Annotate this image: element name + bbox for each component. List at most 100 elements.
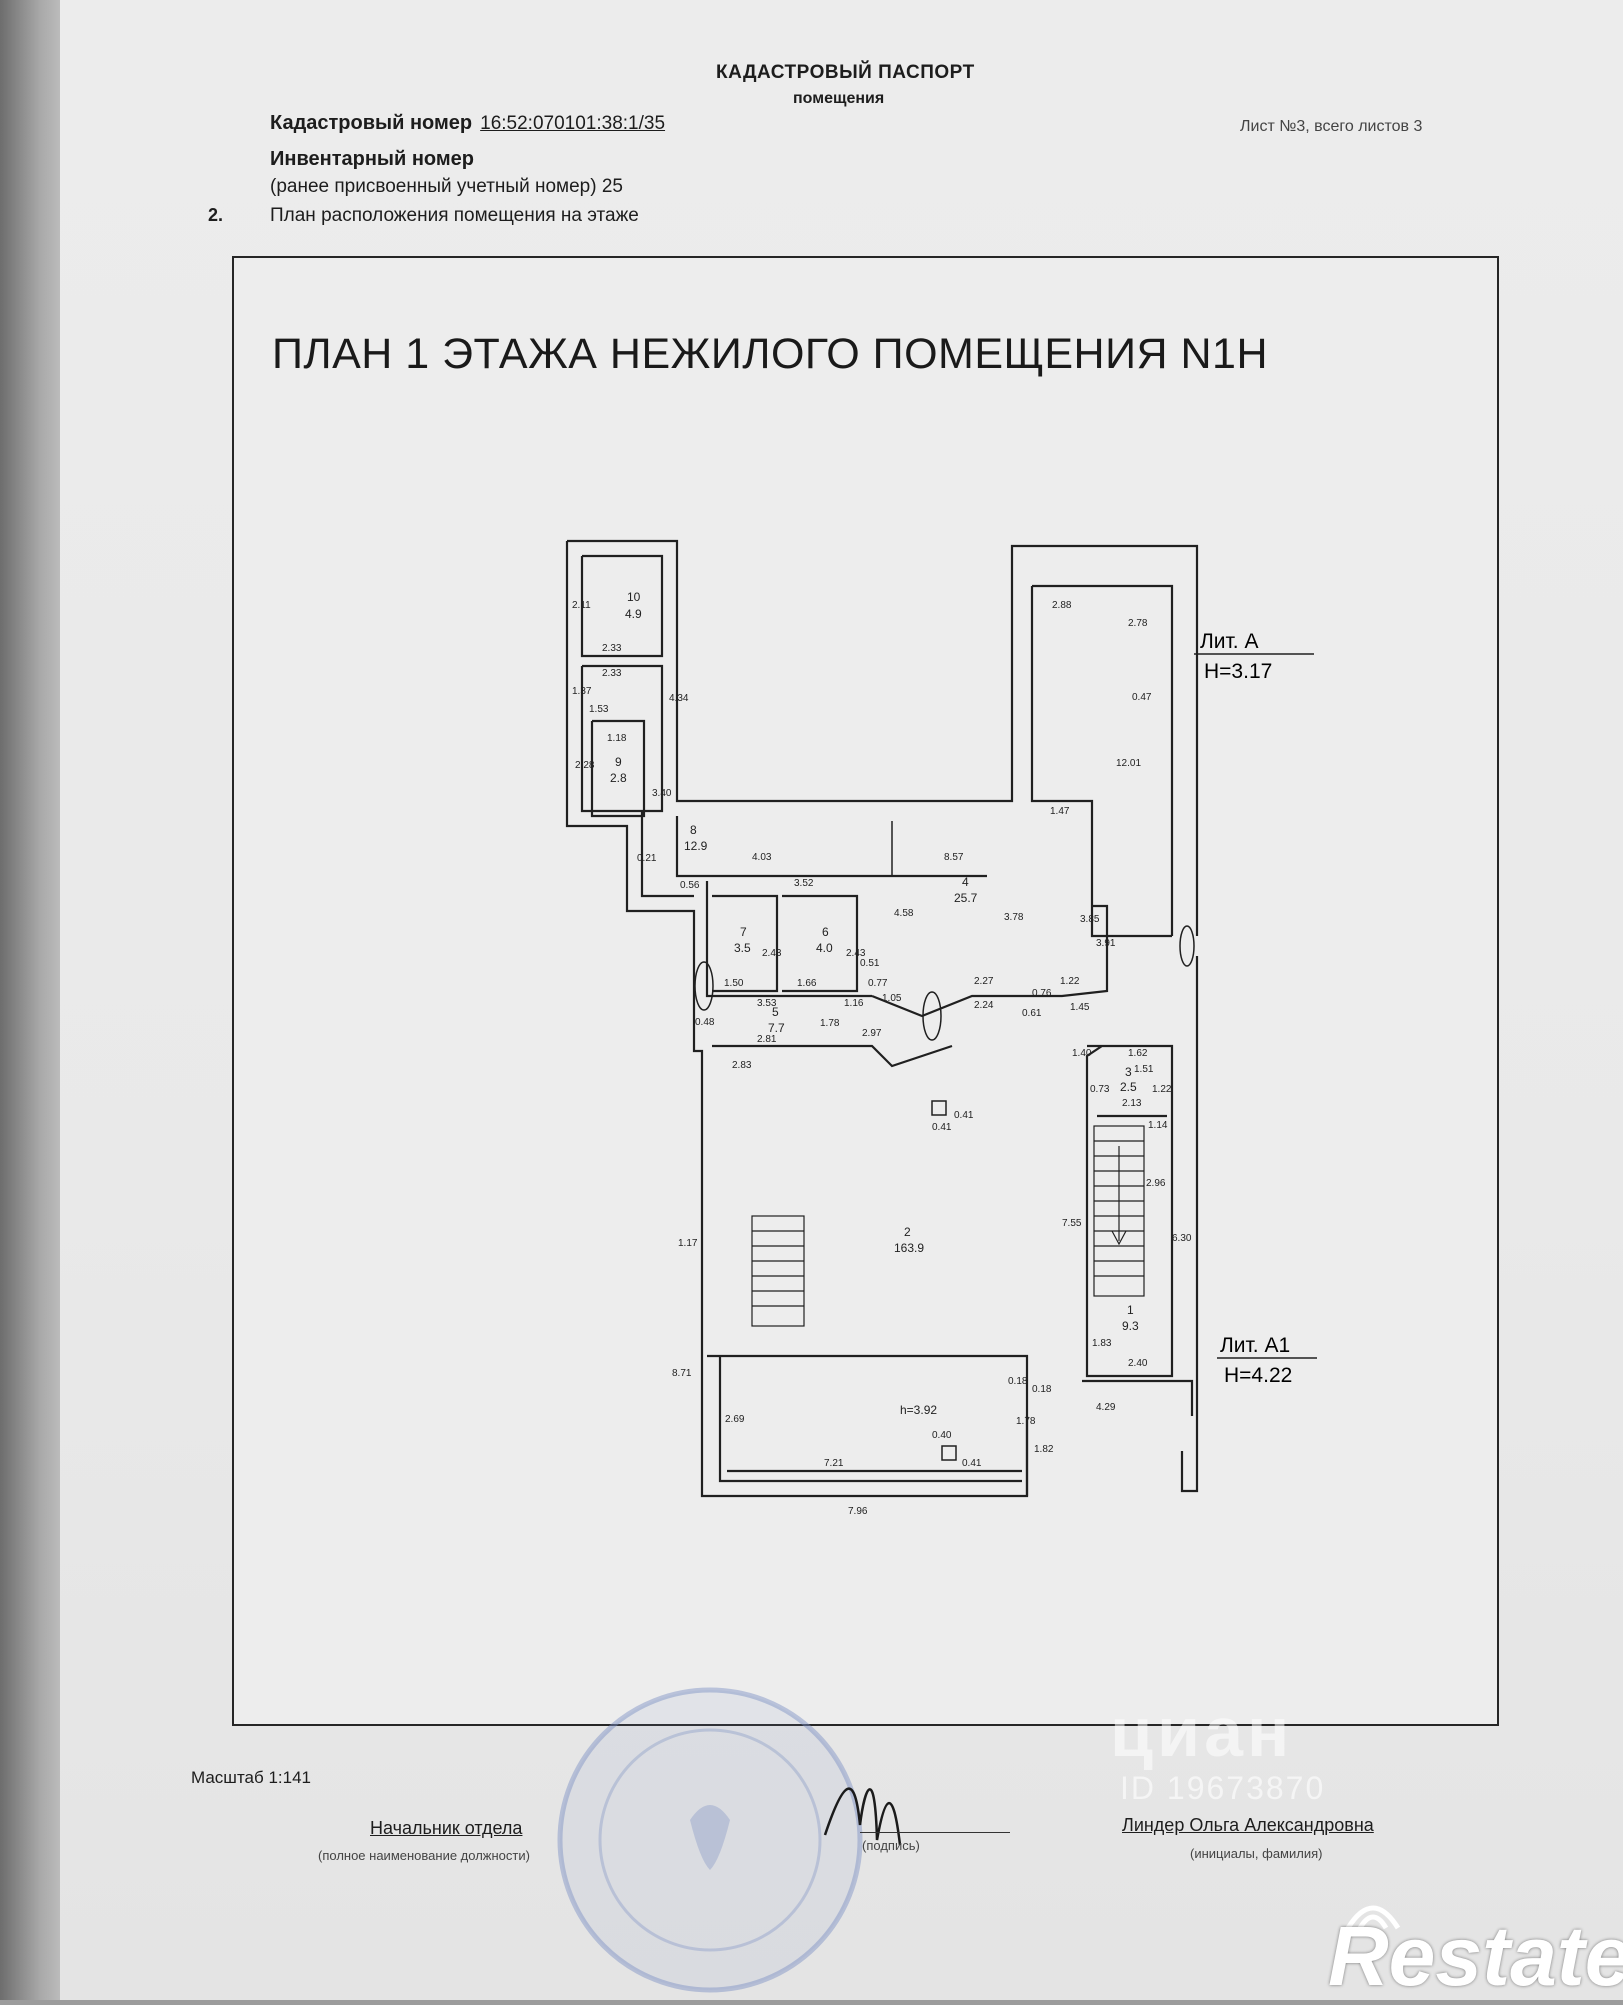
room-label: 2.5 bbox=[1120, 1080, 1137, 1094]
dimension-label: 3.78 bbox=[1004, 912, 1024, 923]
dimension-label: 7.21 bbox=[824, 1458, 844, 1469]
room-label: 9.3 bbox=[1122, 1319, 1139, 1333]
dimension-label: 1.47 bbox=[1050, 806, 1070, 817]
lit-a-height: H=3.17 bbox=[1204, 660, 1272, 683]
dimension-label: 1.50 bbox=[724, 978, 744, 989]
position-title: Начальник отдела bbox=[370, 1818, 523, 1838]
cian-watermark: циан bbox=[1110, 1693, 1294, 1771]
position-caption: (полное наименование должности) bbox=[318, 1848, 530, 1863]
section-number: 2. bbox=[208, 205, 224, 225]
dimension-label: 1.45 bbox=[1070, 1002, 1090, 1013]
doors-and-columns bbox=[694, 821, 1195, 1461]
dimension-label: 1.62 bbox=[1128, 1048, 1148, 1059]
dimension-label: 0.18 bbox=[1008, 1376, 1028, 1387]
dimension-label: 1.66 bbox=[797, 978, 817, 989]
room-label: 10 bbox=[627, 590, 641, 604]
official-stamp-icon bbox=[557, 1687, 863, 1993]
cadastral-number-value: 16:52:070101:38:1/35 bbox=[480, 113, 666, 134]
floor-plan-drawing: 10 4.9 9 2.8 8 12.9 7 3.5 6 4.0 4 25.7 5… bbox=[565, 539, 1317, 1517]
dimension-label: 2.78 bbox=[1128, 618, 1148, 629]
restate-logo: Restate bbox=[1328, 1909, 1623, 2003]
right-staircase bbox=[1093, 1125, 1145, 1297]
dimension-label: 1.18 bbox=[607, 733, 627, 744]
dimension-label: 0.73 bbox=[1090, 1084, 1110, 1095]
room-label: 4 bbox=[962, 875, 969, 889]
wifi-logo-icon bbox=[1345, 1905, 1401, 1930]
dimension-label: 4.58 bbox=[894, 908, 914, 919]
dimension-label: 4.34 bbox=[669, 693, 689, 704]
watermark-id: ID 19673870 bbox=[1120, 1770, 1326, 1806]
dimension-label: 12.01 bbox=[1116, 758, 1141, 769]
sheet-info: Лист №3, всего листов 3 bbox=[1240, 118, 1423, 135]
room-label: 163.9 bbox=[894, 1241, 924, 1255]
dimension-label: 1.14 bbox=[1148, 1120, 1168, 1131]
section-title: План расположения помещения на этаже bbox=[270, 205, 639, 226]
dimension-label: 4.29 bbox=[1096, 1402, 1116, 1413]
dimension-label: 1.78 bbox=[1016, 1416, 1036, 1427]
dimension-label: 1.53 bbox=[589, 704, 609, 715]
dimension-label: 0.41 bbox=[954, 1110, 974, 1121]
dimension-label: 0.51 bbox=[860, 958, 880, 969]
signature-caption: (подпись) bbox=[862, 1838, 920, 1853]
dimension-label: 2.83 bbox=[732, 1060, 752, 1071]
dimension-label: 2.96 bbox=[1146, 1178, 1166, 1189]
dimension-label: 2.40 bbox=[1128, 1358, 1148, 1369]
dimension-label: 2.13 bbox=[1122, 1098, 1142, 1109]
signer-name: Линдер Ольга Александровна bbox=[1122, 1815, 1374, 1835]
dimension-label: 0.18 bbox=[1032, 1384, 1052, 1395]
dimension-label: 1.05 bbox=[882, 993, 902, 1004]
dimension-label: 3.40 bbox=[652, 788, 672, 799]
inventory-number-label: Инвентарный номер bbox=[270, 148, 475, 170]
document-subtitle: помещения bbox=[793, 90, 885, 107]
dimension-label: 8.57 bbox=[944, 852, 964, 863]
room-label: 2 bbox=[904, 1225, 911, 1239]
room-label: 8 bbox=[690, 823, 697, 837]
dimension-label: 0.61 bbox=[1022, 1008, 1042, 1019]
dimension-label: 0.48 bbox=[695, 1017, 715, 1028]
dimension-label: 0.56 bbox=[680, 880, 700, 891]
dimension-label: 2.69 bbox=[725, 1414, 745, 1425]
room-label: 25.7 bbox=[954, 891, 978, 905]
dimension-label: 0.47 bbox=[1132, 692, 1152, 703]
dimension-labels: 2.11 2.33 2.33 1.37 1.53 1.18 2.28 3.40 … bbox=[572, 600, 1192, 1517]
dimension-label: 1.51 bbox=[1134, 1064, 1154, 1075]
room-label: 3 bbox=[1125, 1065, 1132, 1079]
left-staircase bbox=[751, 1215, 805, 1327]
outer-walls bbox=[565, 539, 1199, 1498]
dimension-label: 1.17 bbox=[678, 1238, 698, 1249]
dimension-label: 1.82 bbox=[1034, 1444, 1054, 1455]
dimension-label: 1.16 bbox=[844, 998, 864, 1009]
dimension-label: 2.28 bbox=[575, 760, 595, 771]
room-labels: 10 4.9 9 2.8 8 12.9 7 3.5 6 4.0 4 25.7 5… bbox=[610, 590, 1139, 1417]
signer-name-caption: (инициалы, фамилия) bbox=[1190, 1846, 1323, 1861]
room-label: 1 bbox=[1127, 1303, 1134, 1317]
signature-icon bbox=[823, 1787, 902, 1846]
dimension-label: 2.33 bbox=[602, 668, 622, 679]
dimension-label: 3.52 bbox=[794, 878, 814, 889]
dimension-label: 7.55 bbox=[1062, 1218, 1082, 1229]
dimension-label: 2.27 bbox=[974, 976, 994, 987]
dimension-label: 1.22 bbox=[1152, 1084, 1172, 1095]
room-label: 6 bbox=[822, 925, 829, 939]
dimension-label: 1.78 bbox=[820, 1018, 840, 1029]
lit-a1-height: H=4.22 bbox=[1224, 1364, 1292, 1387]
plan-title: ПЛАН 1 ЭТАЖА НЕЖИЛОГО ПОМЕЩЕНИЯ N1Н bbox=[271, 330, 1269, 378]
dimension-label: 0.41 bbox=[962, 1458, 982, 1469]
dimension-label: 8.71 bbox=[672, 1368, 692, 1379]
dimension-label: 2.24 bbox=[974, 1000, 994, 1011]
room-label: 12.9 bbox=[684, 839, 708, 853]
room-label: 4.0 bbox=[816, 941, 833, 955]
dimension-label: 3.53 bbox=[757, 998, 777, 1009]
dimension-label: 0.21 bbox=[637, 853, 657, 864]
room-label: 2.8 bbox=[610, 771, 627, 785]
scale-label: Масштаб 1:141 bbox=[191, 1768, 311, 1787]
signature-line bbox=[860, 1832, 1010, 1833]
dimension-label: 2.11 bbox=[572, 600, 591, 611]
dimension-label: 0.41 bbox=[932, 1122, 952, 1133]
dimension-label: 0.76 bbox=[1032, 988, 1052, 999]
dimension-label: 3.91 bbox=[1096, 938, 1116, 949]
document-title: КАДАСТРОВЫЙ ПАСПОРТ bbox=[716, 62, 975, 83]
previous-number-line: (ранее присвоенный учетный номер) 25 bbox=[270, 176, 623, 197]
room-label: 3.5 bbox=[734, 941, 751, 955]
